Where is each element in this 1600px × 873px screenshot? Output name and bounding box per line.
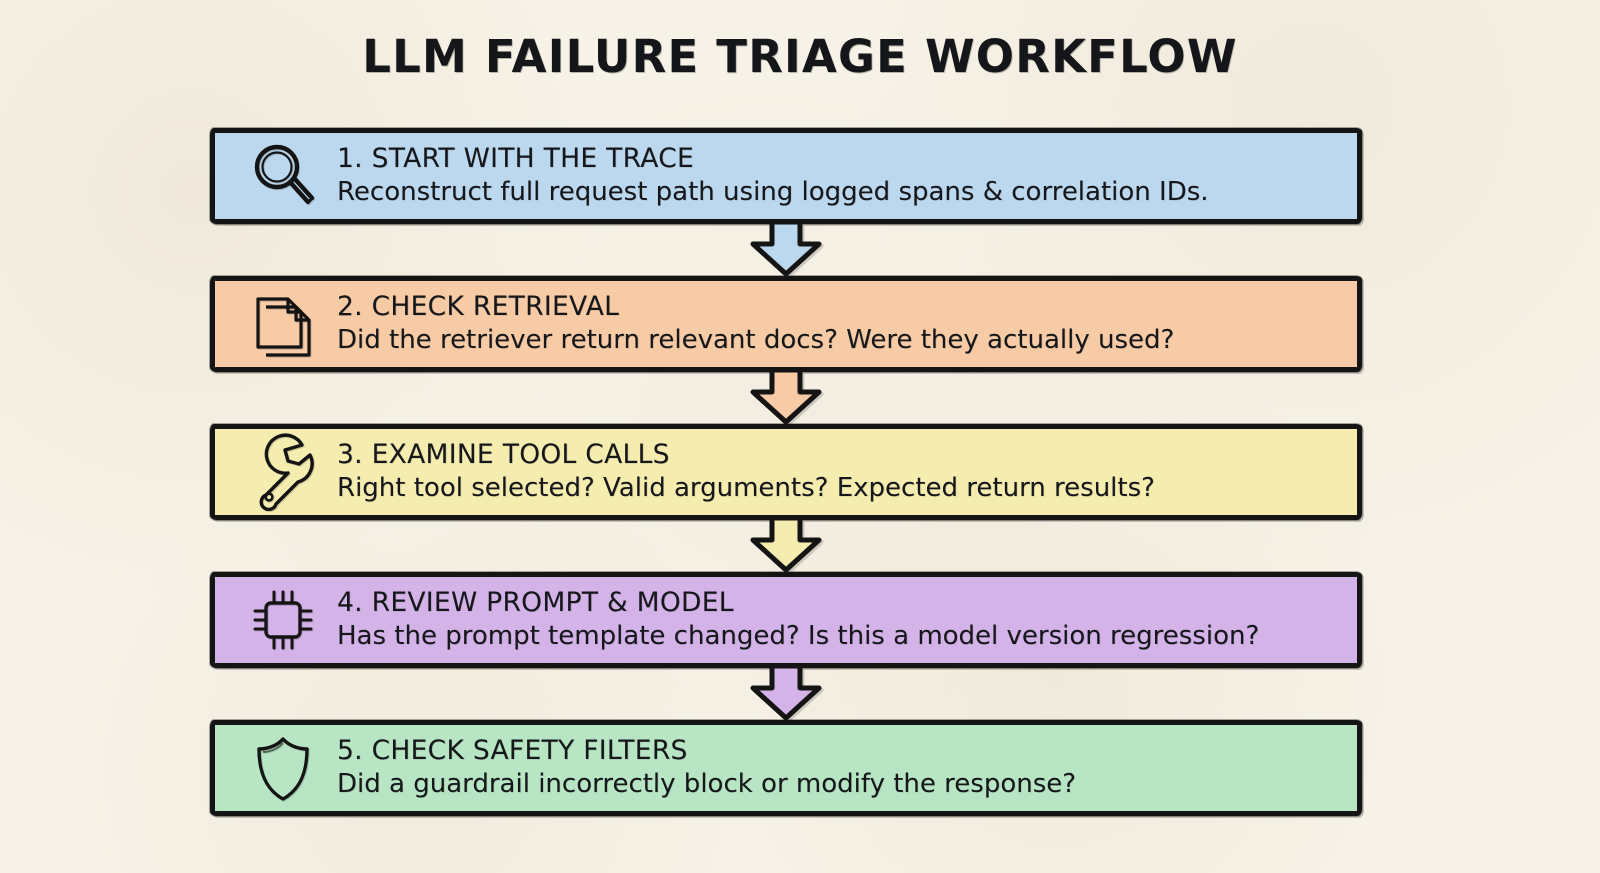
step-3-title: 3. EXAMINE TOOL CALLS: [337, 440, 670, 471]
workflow-step-2[interactable]: 2. CHECK RETRIEVAL Did the retriever ret…: [210, 276, 1362, 372]
step-2-description: Did the retriever return relevant docs? …: [337, 325, 1175, 355]
step-3-text: 3. EXAMINE TOOL CALLS Right tool selecte…: [331, 440, 1357, 503]
workflow-steps-container: 1. START WITH THE TRACE Reconstruct full…: [210, 128, 1362, 816]
step-5-title: 5. CHECK SAFETY FILTERS: [337, 736, 688, 767]
step-2-title: 2. CHECK RETRIEVAL: [337, 292, 620, 323]
connector-arrow-4: [210, 668, 1362, 720]
connector-arrow-2: [210, 372, 1362, 424]
workflow-step-4[interactable]: 4. REVIEW PROMPT & MODEL Has the prompt …: [210, 572, 1362, 668]
step-4-title: 4. REVIEW PROMPT & MODEL: [337, 588, 734, 619]
step-4-text: 4. REVIEW PROMPT & MODEL Has the prompt …: [331, 588, 1357, 651]
step-1-description: Reconstruct full request path using logg…: [337, 177, 1209, 207]
documents-icon: [235, 281, 331, 367]
step-4-description: Has the prompt template changed? Is this…: [337, 621, 1260, 651]
magnifying-glass-icon: [235, 133, 331, 219]
connector-arrow-1: [210, 224, 1362, 276]
step-3-description: Right tool selected? Valid arguments? Ex…: [337, 473, 1155, 503]
step-5-description: Did a guardrail incorrectly block or mod…: [337, 769, 1077, 799]
step-1-title: 1. START WITH THE TRACE: [337, 144, 695, 175]
step-1-text: 1. START WITH THE TRACE Reconstruct full…: [331, 144, 1357, 207]
page-title: LLM FAILURE TRIAGE WORKFLOW: [362, 30, 1238, 83]
workflow-step-5[interactable]: 5. CHECK SAFETY FILTERS Did a guardrail …: [210, 720, 1362, 816]
cpu-chip-icon: [235, 577, 331, 663]
wrench-icon: [235, 429, 331, 515]
connector-arrow-3: [210, 520, 1362, 572]
step-2-text: 2. CHECK RETRIEVAL Did the retriever ret…: [331, 292, 1357, 355]
workflow-step-1[interactable]: 1. START WITH THE TRACE Reconstruct full…: [210, 128, 1362, 224]
shield-icon: [235, 725, 331, 811]
step-5-text: 5. CHECK SAFETY FILTERS Did a guardrail …: [331, 736, 1357, 799]
workflow-step-3[interactable]: 3. EXAMINE TOOL CALLS Right tool selecte…: [210, 424, 1362, 520]
